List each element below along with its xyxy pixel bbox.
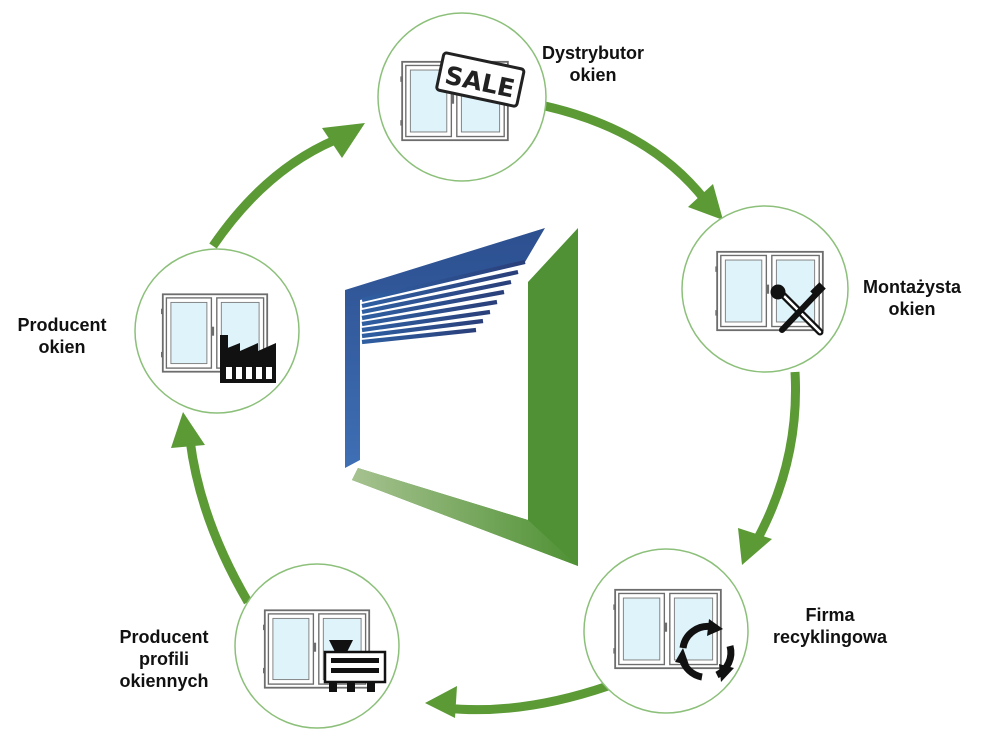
sale-tag-icon: SALE	[435, 51, 526, 108]
node-recycler	[583, 548, 749, 714]
logo-blue-slats	[361, 259, 526, 345]
logo-green-frame	[352, 228, 578, 566]
node-profile-producer	[234, 563, 400, 729]
arrow-profile-producer-to-window-producer	[185, 439, 252, 605]
arrow-recycler-to-profile-producer	[444, 681, 610, 715]
arrowhead-window-producer	[171, 412, 205, 448]
tools-icon	[770, 282, 826, 336]
arrow-installer-to-recycler	[753, 371, 800, 543]
factory-icon	[220, 335, 276, 383]
logo-blue-frame	[345, 228, 545, 468]
recycle-icon	[675, 619, 735, 682]
node-distributor: SALE	[377, 12, 547, 182]
arrowhead-distributor	[322, 123, 365, 158]
arrow-distributor-to-installer	[543, 101, 709, 203]
arrowhead-recycler	[738, 528, 772, 565]
arrowhead-profile-producer	[425, 686, 457, 718]
arrowhead-installer	[688, 184, 723, 220]
node-window-producer	[134, 248, 300, 414]
cycle-arrows	[185, 101, 800, 715]
logo-green-base	[352, 468, 578, 566]
extruder-icon	[323, 640, 387, 692]
node-installer	[681, 205, 849, 373]
central-logo	[345, 228, 578, 566]
arrow-heads	[171, 123, 772, 718]
arrow-window-producer-to-distributor	[209, 135, 337, 249]
